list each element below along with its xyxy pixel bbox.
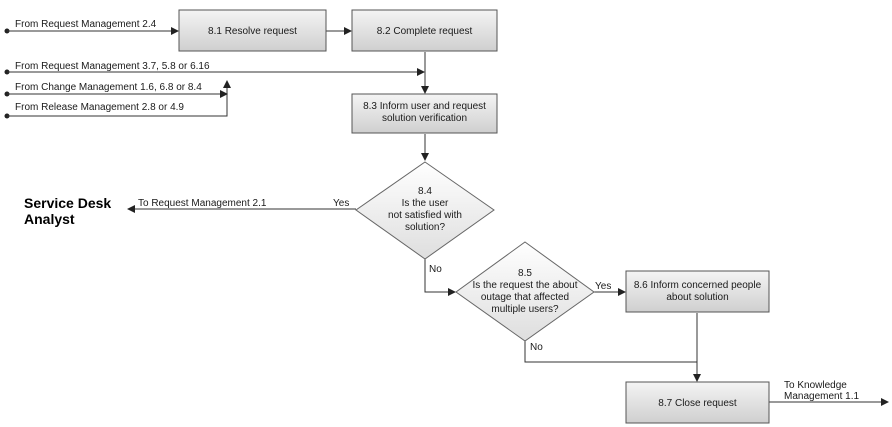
step-8-1-resolve-request[interactable]: 8.1 Resolve request xyxy=(178,9,327,52)
decision-diamond xyxy=(355,161,495,260)
input-from-change-management: From Change Management 1.6, 6.8 or 8.4 xyxy=(4,82,228,98)
decision-label-line4: solution? xyxy=(405,222,445,233)
decision-label-line3: not satisfied with xyxy=(388,210,462,221)
input-label: From Release Management 2.8 or 4.9 xyxy=(15,102,184,113)
decision-8-4-user-not-satisfied[interactable]: 8.4 Is the user not satisfied with solut… xyxy=(355,161,495,260)
step-label-line1: 8.3 Inform user and request xyxy=(363,101,486,112)
decision-label-line2: Is the request the about xyxy=(472,280,577,291)
step-label: 8.7 Close request xyxy=(658,398,737,409)
output-to-request-management-2-1: To Request Management 2.1 xyxy=(138,198,267,209)
step-box xyxy=(351,93,498,134)
no-label-8-5: No xyxy=(530,342,543,353)
no-label-8-4: No xyxy=(429,264,442,275)
step-label: 8.2 Complete request xyxy=(377,26,473,37)
step-label-line2: about solution xyxy=(666,292,728,303)
decision-label-line2: Is the user xyxy=(402,198,449,209)
input-from-request-management-3-7: From Request Management 3.7, 5.8 or 6.16 xyxy=(4,61,425,76)
output-to-knowledge-management-line1: To Knowledge xyxy=(784,380,847,391)
output-to-knowledge-management-line2: Management 1.1 xyxy=(784,391,859,402)
step-8-7-close-request[interactable]: 8.7 Close request xyxy=(625,381,770,424)
step-8-6-inform-concerned-people[interactable]: 8.6 Inform concerned people about soluti… xyxy=(625,270,770,313)
input-from-request-management-2-4: From Request Management 2.4 xyxy=(4,19,179,35)
decision-diamond xyxy=(455,241,595,342)
step-box xyxy=(625,381,770,424)
step-box xyxy=(178,9,327,52)
input-from-release-management: From Release Management 2.8 or 4.9 xyxy=(4,80,231,119)
decision-label-line1: 8.4 xyxy=(418,186,432,197)
step-8-3-inform-user[interactable]: 8.3 Inform user and request solution ver… xyxy=(351,93,498,134)
connector-85-no xyxy=(524,341,697,363)
input-label: From Request Management 2.4 xyxy=(15,19,157,30)
yes-label-8-4: Yes xyxy=(333,198,349,209)
step-box xyxy=(625,270,770,313)
step-box xyxy=(351,9,498,52)
step-8-2-complete-request[interactable]: 8.2 Complete request xyxy=(351,9,498,52)
lane-label-line2: Analyst xyxy=(24,211,75,227)
step-label: 8.1 Resolve request xyxy=(208,26,297,37)
decision-label-line4: multiple users? xyxy=(491,304,559,315)
yes-label-8-5: Yes xyxy=(595,281,611,292)
connector-84-no xyxy=(424,259,456,296)
decision-label-line1: 8.5 xyxy=(518,268,532,279)
decision-8-5-outage-multiple-users[interactable]: 8.5 Is the request the about outage that… xyxy=(455,241,595,342)
decision-label-line3: outage that affected xyxy=(481,292,569,303)
step-label-line2: solution verification xyxy=(382,113,467,124)
input-label: From Change Management 1.6, 6.8 or 8.4 xyxy=(15,82,202,93)
input-label: From Request Management 3.7, 5.8 or 6.16 xyxy=(15,61,210,72)
step-label-line1: 8.6 Inform concerned people xyxy=(634,280,762,291)
connector-line xyxy=(7,80,231,117)
lane-label-line1: Service Desk xyxy=(24,195,111,211)
